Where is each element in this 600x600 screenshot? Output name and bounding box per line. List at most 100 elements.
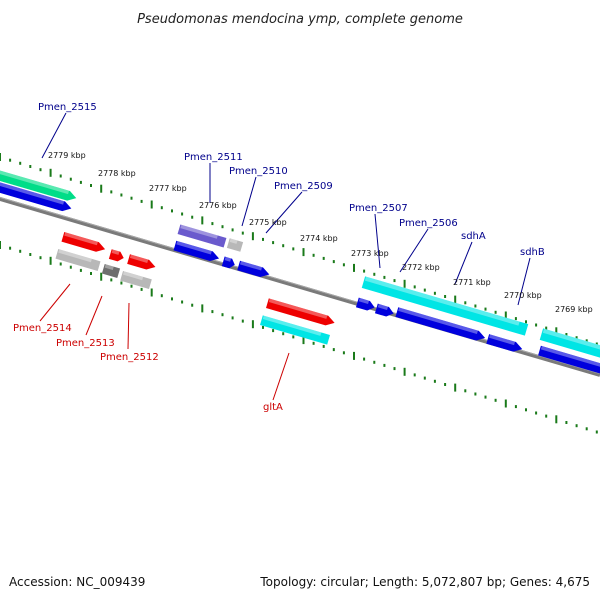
gene-pmen-2511-slate-body xyxy=(177,224,227,248)
tick-label-2778: 2778 kbp xyxy=(98,169,136,178)
gene-sdhb-cyan-right[interactable] xyxy=(539,328,600,360)
top-ruler-tick xyxy=(413,285,416,289)
gene-pmen-2513-red[interactable] xyxy=(108,249,125,263)
top-ruler-tick xyxy=(140,199,143,203)
gene-pmen-2512-gray[interactable] xyxy=(120,270,152,290)
top-ruler-tick xyxy=(29,165,32,168)
bottom-ruler-tick xyxy=(342,351,345,355)
gene-label-pmen-2507[interactable]: Pmen_2507 xyxy=(349,203,408,214)
gene-label-pmen-2513[interactable]: Pmen_2513 xyxy=(56,338,115,349)
top-ruler-tick xyxy=(171,209,173,213)
gene-pmen-2513-darkgray[interactable] xyxy=(101,263,121,279)
map-title: Pseudomonas mendocina ymp, complete geno… xyxy=(137,12,463,27)
top-ruler-tick xyxy=(292,247,295,251)
leader-pmen-2506 xyxy=(399,228,429,273)
gene-pmen-2514-gray[interactable] xyxy=(55,249,101,271)
gene-label-pmen-2506[interactable]: Pmen_2506 xyxy=(399,218,458,229)
gene-pmen-2511-blue[interactable] xyxy=(173,240,221,264)
tick-label-2775: 2775 kbp xyxy=(249,218,287,227)
top-ruler-tick xyxy=(514,317,517,321)
gene-label-pmen-2515[interactable]: Pmen_2515 xyxy=(38,102,97,113)
gene-glta-cyan[interactable] xyxy=(260,315,330,345)
bottom-ruler-tick xyxy=(282,332,285,336)
bottom-ruler-tick xyxy=(302,336,305,345)
bottom-ruler-tick xyxy=(59,262,62,266)
gene-sdha-blue-body xyxy=(395,307,486,341)
gene-sdhb-blue[interactable] xyxy=(486,334,523,354)
gene-label-sdha[interactable]: sdhA xyxy=(461,231,486,242)
gene-glta-red[interactable] xyxy=(266,298,336,327)
gene-label-glta[interactable]: gltA xyxy=(263,402,283,413)
top-ruler-tick xyxy=(312,253,315,257)
gene-label-pmen-2512[interactable]: Pmen_2512 xyxy=(100,352,159,363)
top-ruler-tick xyxy=(423,288,426,292)
top-ruler-tick xyxy=(595,342,598,346)
tick-label-2776: 2776 kbp xyxy=(199,201,237,210)
gene-pmen-2512-red-body xyxy=(127,254,156,270)
top-ruler-tick xyxy=(302,248,305,257)
bottom-ruler-tick xyxy=(575,424,578,428)
top-ruler-tick xyxy=(90,184,92,187)
gene-label-pmen-2510[interactable]: Pmen_2510 xyxy=(229,166,288,177)
tick-label-2777: 2777 kbp xyxy=(149,184,187,193)
bottom-ruler-tick xyxy=(241,319,244,323)
top-ruler-tick xyxy=(191,215,194,219)
gene-label-pmen-2509[interactable]: Pmen_2509 xyxy=(274,181,333,192)
gene-pmen-2515-green[interactable] xyxy=(0,169,78,203)
bottom-ruler-tick xyxy=(514,405,517,409)
gene-pmen-2506-small-blue-body xyxy=(374,303,394,317)
leader-pmen-2513 xyxy=(85,295,103,336)
gene-sdhb-blue-right[interactable] xyxy=(538,345,600,376)
gene-pmen-2507-blue[interactable] xyxy=(355,297,376,313)
top-ruler-tick xyxy=(9,158,12,162)
top-ruler-tick xyxy=(59,174,62,178)
gene-sdha-blue[interactable] xyxy=(395,307,486,342)
gene-pmen-2514-red[interactable] xyxy=(61,232,106,254)
top-ruler-tick xyxy=(525,320,527,324)
top-gene-labels: Pmen_2515 Pmen_2511 Pmen_2510 Pmen_2509 … xyxy=(38,102,545,258)
top-ruler-tick xyxy=(342,263,345,267)
gene-sdha-cyan[interactable] xyxy=(361,276,529,336)
gene-pmen-2512-red[interactable] xyxy=(127,254,157,271)
gene-glta-cyan-highlight xyxy=(262,315,322,336)
bottom-ruler-tick xyxy=(69,265,72,269)
gene-pmen-2515-blue[interactable] xyxy=(0,180,73,214)
gene-pmen-2514-red-body xyxy=(61,232,106,252)
tick-label-2779: 2779 kbp xyxy=(48,151,86,160)
bottom-ruler-tick xyxy=(9,246,12,250)
gene-sdhb-blue-highlight xyxy=(489,334,516,346)
gene-pmen-2510-blue[interactable] xyxy=(221,256,236,270)
gene-sdhb-blue-right-body xyxy=(538,345,600,374)
gene-pmen-2513-red-highlight xyxy=(111,249,120,255)
leader-pmen-2514 xyxy=(39,283,71,322)
bottom-ruler-tick xyxy=(120,281,123,285)
top-ruler-tick xyxy=(373,272,376,276)
bottom-ruler-tick xyxy=(322,344,325,348)
top-ruler-tick xyxy=(282,244,285,248)
bottom-ruler-tick xyxy=(130,284,133,288)
gene-pmen-2506-small-blue[interactable] xyxy=(374,303,395,319)
bottom-ruler-tick xyxy=(535,411,538,415)
gene-pmen-2509-blue[interactable] xyxy=(237,260,271,280)
gene-pmen-2511-slate[interactable] xyxy=(177,224,227,248)
bottom-ruler-tick xyxy=(353,351,355,360)
gene-label-pmen-2511[interactable]: Pmen_2511 xyxy=(184,152,243,163)
gene-label-sdhb[interactable]: sdhB xyxy=(520,247,545,258)
gene-glta-red-body xyxy=(266,298,335,326)
top-ruler-tick xyxy=(433,291,436,295)
bottom-ruler-tick xyxy=(140,287,143,291)
gene-pmen-2511-blue-highlight xyxy=(176,241,212,255)
top-ruler-tick xyxy=(403,279,406,288)
bottom-ruler-tick xyxy=(79,268,82,272)
bottom-ruler-tick xyxy=(504,399,507,408)
bottom-ruler-tick xyxy=(373,360,376,364)
gene-pmen-2512-gray-highlight xyxy=(122,271,144,281)
leader-pmen-2512 xyxy=(127,302,130,350)
top-ruler-tick xyxy=(0,153,1,161)
gene-sdhb-cyan-right-highlight xyxy=(542,328,600,350)
gene-pmen-2513-red-body xyxy=(108,249,124,262)
tick-label-2770: 2770 kbp xyxy=(504,291,542,300)
gene-pmen-2510-gray[interactable] xyxy=(226,238,244,252)
leader-pmen-2510 xyxy=(241,176,257,227)
gene-label-pmen-2514[interactable]: Pmen_2514 xyxy=(13,323,72,334)
